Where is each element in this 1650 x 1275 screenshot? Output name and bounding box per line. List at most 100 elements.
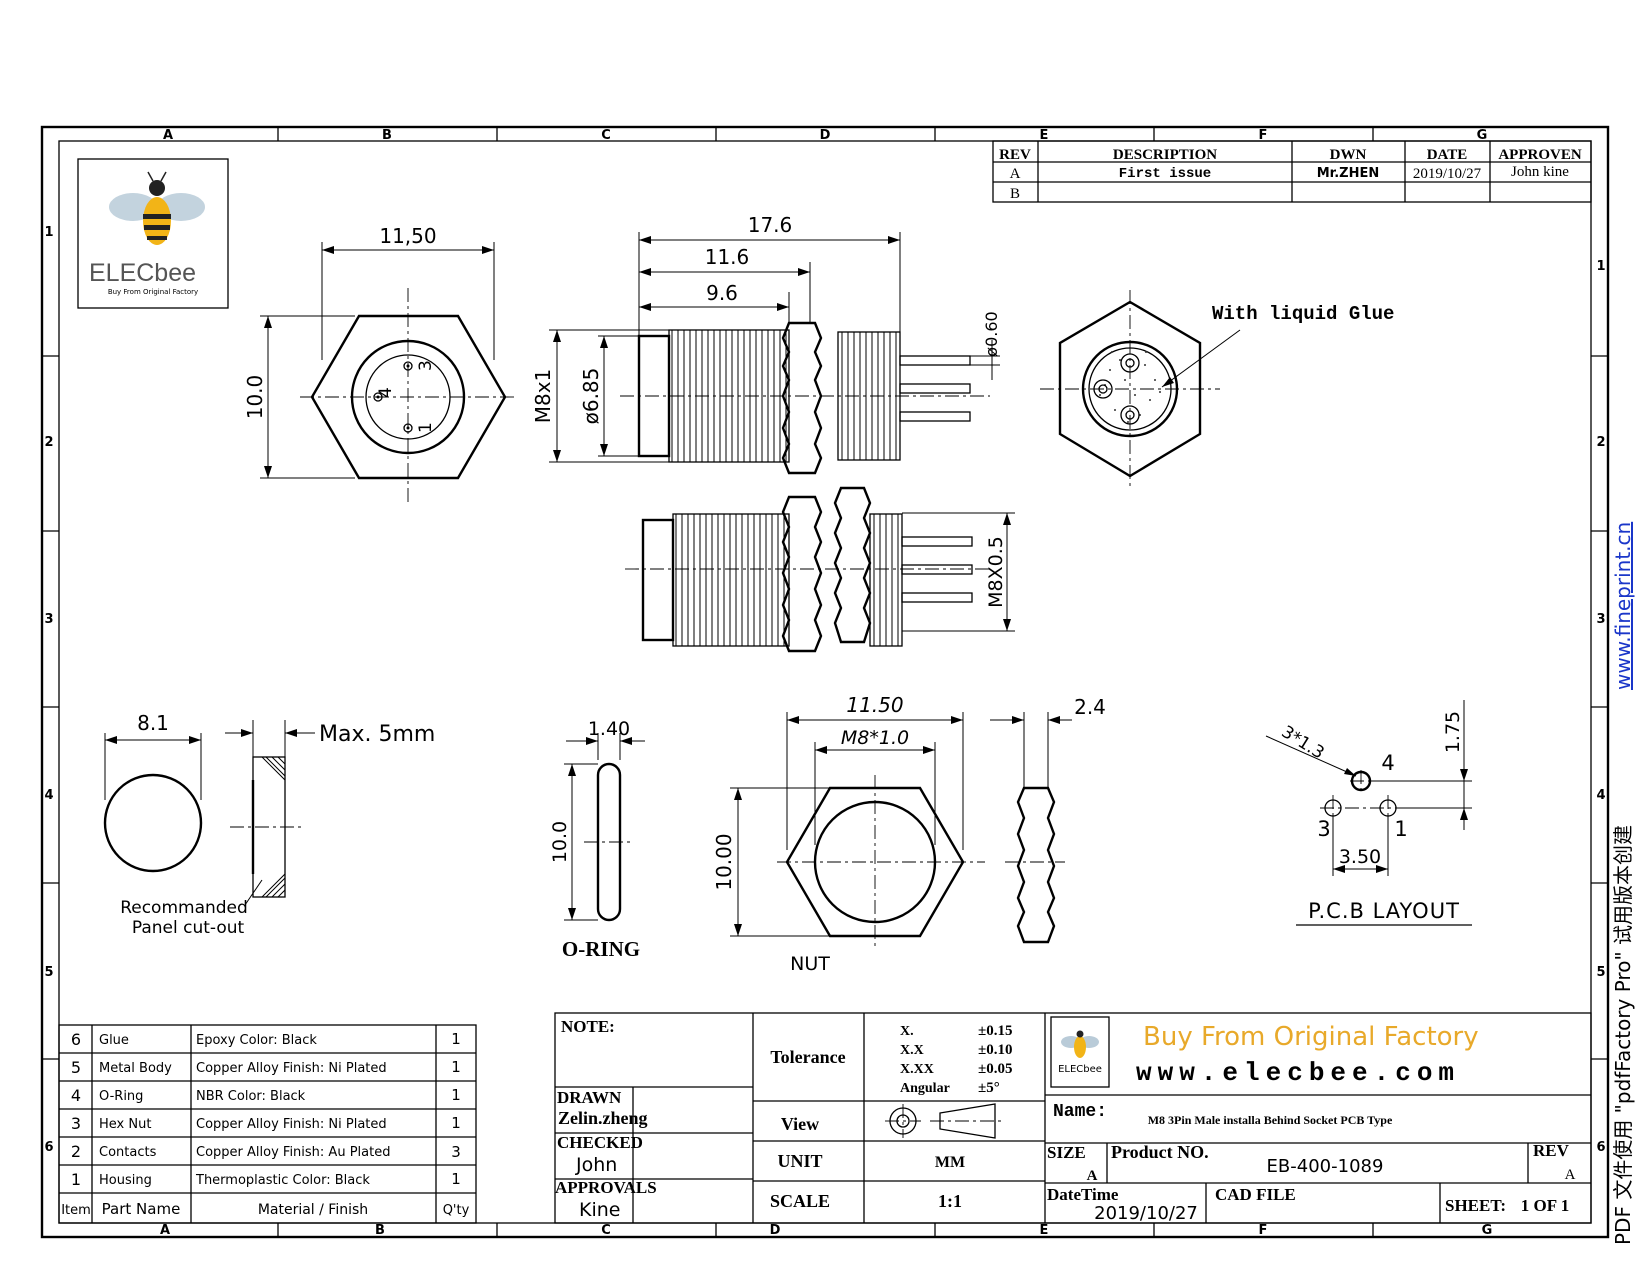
col-label-top-f: F [1259,128,1268,143]
approvals-label: APPROVALS [555,1178,657,1197]
col-label-top-a: A [163,128,173,143]
rev-b-rev: B [1010,186,1020,202]
glue-speckle [1099,351,1161,423]
size-value: A [1087,1168,1098,1184]
bom-part: Metal Body [99,1061,172,1076]
rev-a-rev: A [1010,166,1021,182]
note-label: NOTE: [561,1017,615,1036]
nut-width-dim: 11.50 [846,693,903,717]
o-ring: 1.40 10.0 O-RING [549,718,645,961]
nut-thickness-dim: 2.4 [1074,695,1106,719]
pin-3-dot [403,361,413,371]
bom-item: 2 [71,1142,81,1161]
watermark-text: PDF 文件使用 "pdfFactory Pro" 试用版本创建 [1611,825,1635,1245]
row-label-right-1: 1 [1596,259,1605,274]
col-label-top-c: C [601,128,611,143]
tol-val-1: ±0.10 [978,1042,1012,1058]
checked-label: CHECKED [557,1133,643,1152]
pcb-holes-dim: 3*1.3 [1278,722,1328,764]
bom-qty: 1 [451,1058,461,1076]
bom-part: Glue [99,1033,129,1048]
rev-value: A [1565,1167,1576,1183]
slogan: Buy From Original Factory [1143,1022,1479,1052]
sheet-label: SHEET: [1445,1196,1506,1215]
oring-height-dim: 10.0 [549,821,571,863]
bom-material: Epoxy Color: Black [196,1033,317,1048]
rev-header-dwn: DWN [1330,147,1367,163]
col-label-top-d: D [820,128,831,143]
bom-table: 6 Glue Epoxy Color: Black 1 5 Metal Body… [58,1024,477,1224]
row-label-left-5: 5 [44,965,53,980]
rev-label: REV [1533,1141,1570,1160]
bom-item: 6 [71,1030,81,1049]
col-label-bottom-e: E [1040,1223,1049,1238]
body-dia-dim: ø6.85 [579,368,603,425]
bom-item: 1 [71,1170,81,1189]
col-label-bottom-b: B [375,1223,385,1238]
bom-qty: 3 [451,1143,461,1161]
pin-label-4: 4 [376,387,396,398]
col-label-top-b: B [382,128,392,143]
pcb-caption: P.C.B LAYOUT [1308,899,1460,923]
col-label-bottom-f: F [1259,1223,1268,1238]
bom-header-item: Item [61,1203,91,1218]
col-label-bottom-c: C [601,1223,611,1238]
bom-qty: 1 [451,1170,461,1188]
col-label-top-g: G [1477,128,1488,143]
bom-header-part: Part Name [102,1200,181,1218]
side-view-top: 17.6 11.6 9.6 M8x1 ø6.85 ø0.60 [531,213,1001,475]
tol-key-2: X.XX [900,1062,934,1077]
pcb-pin-3: 3 [1317,817,1330,841]
bom-qty: 1 [451,1086,461,1104]
col-label-top-e: E [1040,128,1049,143]
row-label-left-3: 3 [44,612,53,627]
row-label-left-4: 4 [44,788,53,803]
pin-label-3: 3 [416,360,436,371]
datetime-label: DateTime [1047,1185,1119,1204]
panel-caption-1: Recommanded [120,898,248,918]
sheet-value: 1 OF 1 [1521,1196,1569,1215]
bom-qty: 1 [451,1030,461,1048]
title-logo: ELECbee [1050,1016,1110,1088]
bom-material: Copper Alloy Finish: Au Plated [196,1145,390,1160]
pdf-watermark: PDF 文件使用 "pdfFactory Pro" 试用版本创建 www.fin… [1611,522,1635,1245]
nut-side: 2.4 [990,695,1106,944]
approvals-value: Kine [579,1199,620,1221]
bom-part: Hex Nut [99,1117,151,1132]
front-view: 3 4 1 11,50 10.0 [243,224,516,505]
tol-val-3: ±5° [978,1080,1000,1096]
bom-part: Contacts [99,1145,157,1160]
side-total-dim: 17.6 [748,213,793,237]
drawn-label: DRAWN [557,1088,622,1107]
row-label-right-2: 2 [1596,435,1605,450]
bom-material: Copper Alloy Finish: Ni Plated [196,1061,387,1076]
title-block: NOTE: DRAWN Zelin.zheng CHECKED John APP… [554,1012,1592,1224]
bom-material: Copper Alloy Finish: Ni Plated [196,1117,387,1132]
row-label-right-6: 6 [1596,1140,1605,1155]
cad-file-label: CAD FILE [1215,1185,1296,1204]
elecbee-logo: ELECbee Buy From Original Factory [77,158,229,309]
col-label-bottom-g: G [1482,1223,1493,1238]
row-label-left-2: 2 [44,435,53,450]
tol-val-2: ±0.05 [978,1061,1012,1077]
side-view-bottom: M8X0.5 [625,486,1015,653]
product-no-value: EB-400-1089 [1267,1156,1384,1177]
tol-key-0: X. [900,1024,914,1039]
row-label-right-4: 4 [1596,788,1605,803]
bee-icon [1074,1036,1086,1058]
nut-height-dim: 10.00 [712,833,736,890]
size-label: SIZE [1047,1143,1086,1162]
rev-a-dwn: Mr.ZHEN [1317,166,1380,181]
pcb-pitch-dim: 3.50 [1339,846,1381,868]
bom-material: Thermoplastic Color: Black [195,1173,370,1188]
row-label-right-5: 5 [1596,965,1605,980]
bom-item: 4 [71,1086,81,1105]
bom-header-material: Material / Finish [258,1202,368,1218]
name-label: Name: [1053,1102,1107,1122]
pin-dia-dim: ø0.60 [982,311,1001,356]
glue-note: With liquid Glue [1212,303,1394,325]
side-short-dim: 9.6 [706,281,738,305]
scale-label: SCALE [770,1191,830,1211]
pcb-pin-4: 4 [1381,751,1394,775]
watermark-link[interactable]: www.fineprint.cn [1611,522,1635,690]
